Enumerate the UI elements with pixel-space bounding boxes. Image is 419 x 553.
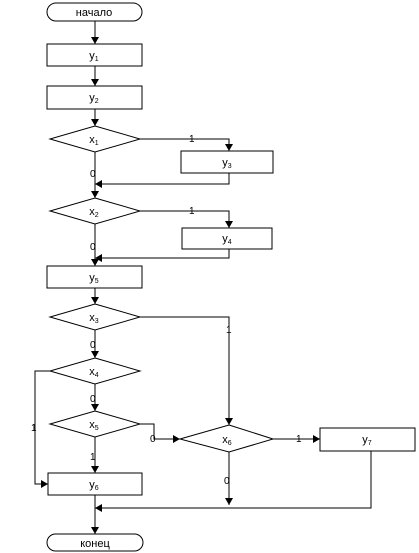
node-y3-label: y3: [222, 157, 232, 170]
arrowhead-y5: [91, 259, 99, 266]
edge-y7-merge: [95, 451, 372, 509]
edge-x3-x6: [140, 316, 230, 425]
arrowhead-x1: [91, 119, 99, 126]
node-y7: y7: [319, 427, 416, 452]
arrowhead-x3: [91, 297, 99, 304]
node-y5-label: y5: [89, 272, 99, 285]
edge-y4-merge: [95, 249, 230, 259]
node-start: начало: [46, 2, 143, 22]
arrowhead-y2: [91, 79, 99, 86]
node-y5: y5: [46, 265, 143, 289]
arrowhead-x6-down: [225, 498, 233, 505]
arrowhead-x6-top: [225, 418, 233, 425]
arrowheads: [41, 37, 320, 534]
arrowhead-y6-top: [91, 466, 99, 473]
decision-x2: x2: [48, 197, 142, 225]
decision-x2-label: x2: [89, 206, 99, 219]
edge-x1-y3: [140, 138, 230, 151]
node-y2: y2: [46, 85, 143, 110]
label-x6-true: 1: [296, 434, 302, 445]
arrowhead-x6-left: [173, 435, 180, 443]
arrowhead-merge3: [95, 504, 102, 512]
arrowhead-y4: [225, 221, 233, 228]
label-x3-false: 0: [90, 340, 96, 351]
edge-x2-y4: [140, 210, 230, 228]
decision-x6-label: x6: [222, 434, 232, 447]
label-x3-true: 1: [226, 325, 232, 336]
edge-labels: 1 0 1 0 1 0 1 0 0 1 1 0: [31, 134, 302, 487]
decision-x4: x4: [48, 357, 142, 385]
label-x4-true: 1: [31, 423, 37, 434]
arrowhead-x2: [91, 191, 99, 198]
node-y2-label: y2: [89, 92, 99, 105]
label-x5-false: 0: [150, 434, 156, 445]
node-y1-label: y1: [89, 50, 99, 63]
node-y1: y1: [46, 43, 143, 67]
node-start-label: начало: [76, 7, 112, 19]
decision-x4-label: x4: [89, 366, 99, 379]
arrowhead-y1: [91, 37, 99, 44]
node-y4: y4: [181, 227, 273, 250]
decision-x3: x3: [48, 303, 142, 331]
arrowhead-end: [91, 527, 99, 534]
decision-x1: x1: [48, 125, 142, 153]
node-y7-label: y7: [362, 434, 372, 447]
node-end-label: конец: [80, 538, 110, 550]
arrowhead-merge2: [95, 254, 102, 262]
arrowhead-y7: [313, 435, 320, 443]
edge-x4-y6: [34, 370, 50, 485]
arrowhead-merge1: [95, 180, 102, 188]
label-x2-true: 1: [189, 206, 195, 217]
arrowhead-x5: [91, 404, 99, 411]
decision-x6: x6: [178, 424, 275, 453]
node-y6-label: y6: [89, 479, 99, 492]
label-x1-false: 0: [90, 169, 96, 180]
label-x5-true: 1: [90, 452, 96, 463]
node-y4-label: y4: [222, 233, 232, 246]
edge-y3-merge: [95, 173, 230, 185]
edge-x5-x6: [140, 423, 180, 440]
decision-x3-label: x3: [89, 312, 99, 325]
decision-x5: x5: [48, 410, 142, 438]
node-end: конец: [46, 533, 144, 552]
label-x1-true: 1: [189, 134, 195, 145]
decision-x1-label: x1: [89, 134, 99, 147]
decision-x5-label: x5: [89, 419, 99, 432]
arrowhead-y6-left: [41, 480, 48, 488]
arrowhead-x4: [91, 351, 99, 358]
label-x2-false: 0: [90, 242, 96, 253]
node-y6: y6: [47, 472, 143, 496]
arrowhead-y3: [225, 144, 233, 151]
label-x4-false: 0: [90, 394, 96, 405]
node-y3: y3: [180, 150, 274, 174]
label-x6-false: 0: [224, 476, 230, 487]
